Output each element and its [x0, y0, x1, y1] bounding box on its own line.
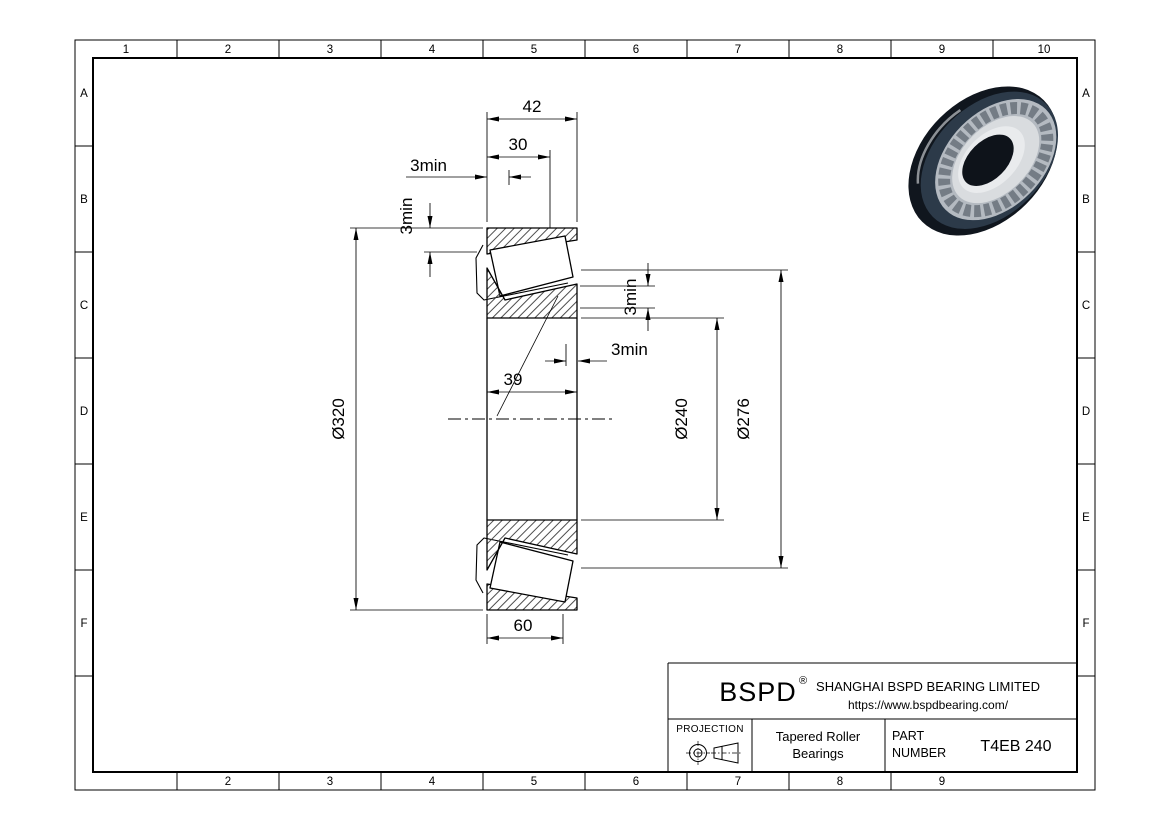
- bearing-bore: [962, 134, 1014, 187]
- registered-trademark: ®: [799, 675, 807, 687]
- projection-crosshair: [686, 741, 710, 765]
- grid-col-top-10: 10: [1038, 44, 1051, 56]
- dimension-lines: [350, 112, 788, 644]
- grid-row-left-d: D: [80, 406, 88, 418]
- dim-3min-middle-label: 3min: [621, 279, 640, 316]
- grid-row-left-e: E: [80, 512, 88, 524]
- bearing-rollers: [938, 102, 1054, 218]
- projection-label: PROJECTION: [676, 724, 743, 735]
- title-block: BSPD ® SHANGHAI BSPD BEARING LIMITED htt…: [667, 662, 1077, 772]
- grid-col-top-9: 9: [939, 44, 945, 56]
- grid-row-left-a: A: [80, 88, 88, 100]
- grid-row-left-f: F: [80, 618, 87, 630]
- dim-42-lines: [486, 112, 578, 222]
- company-name: SHANGHAI BSPD BEARING LIMITED: [816, 679, 1040, 694]
- grid-col-bottom-4: 4: [429, 776, 436, 788]
- dim-60-lines: [486, 614, 564, 644]
- grid-row-right-b: B: [1082, 194, 1090, 206]
- dim-3min-left-lines: [424, 203, 477, 277]
- grid-col-bottom-5: 5: [531, 776, 537, 788]
- dim-d320-label: Ø320: [329, 398, 348, 440]
- roller-top: [489, 235, 574, 297]
- dim-3min-middle-lines: [580, 263, 655, 331]
- grid-col-top-5: 5: [531, 44, 537, 56]
- grid-labels: 1 2 3 4 5 6 7 8 9 10 2 3 4 5 6 7 8 9 A B…: [80, 44, 1090, 788]
- grid-col-bottom-7: 7: [735, 776, 741, 788]
- dim-d240-lines: [581, 317, 724, 521]
- dim-42-label: 42: [523, 97, 542, 116]
- grid-col-top-2: 2: [225, 44, 231, 56]
- grid-col-top-4: 4: [429, 44, 436, 56]
- sheet-frame: [74, 39, 1096, 791]
- dim-30-label: 30: [509, 135, 528, 154]
- title-block-borders: [667, 662, 1077, 772]
- grid-col-bottom-2: 2: [225, 776, 231, 788]
- column-ticks: [176, 40, 994, 790]
- part-label-line2: NUMBER: [892, 746, 946, 760]
- product-name-line1: Tapered Roller: [776, 729, 861, 744]
- dim-3min-top-left-lines: [406, 170, 531, 185]
- bearing-cross-section: [448, 227, 614, 611]
- bearing-highlight: [916, 109, 962, 184]
- grid-col-bottom-8: 8: [837, 776, 843, 788]
- grid-row-left-c: C: [80, 300, 88, 312]
- first-angle-projection-icon: [686, 741, 741, 765]
- grid-col-bottom-3: 3: [327, 776, 333, 788]
- grid-col-top-8: 8: [837, 44, 843, 56]
- dim-3min-right-lines: [545, 344, 607, 366]
- cone-section-top: [486, 267, 578, 319]
- cone-section-bottom: [486, 519, 578, 571]
- dim-3min-left-label: 3min: [397, 198, 416, 235]
- part-number-value: T4EB 240: [980, 738, 1051, 755]
- dim-3min-right-label: 3min: [611, 340, 648, 359]
- grid-row-right-f: F: [1082, 618, 1089, 630]
- cage-top: [475, 244, 569, 301]
- part-label-line1: PART: [892, 729, 925, 743]
- dim-30-lines: [487, 150, 551, 228]
- grid-col-bottom-6: 6: [633, 776, 639, 788]
- dimension-labels: 42 30 3min 3min 3min 3min Ø320 Ø240 Ø276…: [329, 97, 753, 635]
- bearing-photo: [908, 86, 1059, 236]
- grid-col-top-1: 1: [123, 44, 129, 56]
- roller-bottom: [489, 541, 574, 603]
- cage-bottom: [475, 537, 569, 594]
- company-website: https://www.bspdbearing.com/: [848, 698, 1009, 712]
- grid-col-top-7: 7: [735, 44, 741, 56]
- product-name-line2: Bearings: [792, 746, 844, 761]
- pressure-line: [496, 295, 559, 417]
- dim-d276-label: Ø276: [734, 398, 753, 440]
- dim-d276-lines: [581, 269, 788, 569]
- grid-row-right-d: D: [1082, 406, 1090, 418]
- grid-row-right-c: C: [1082, 300, 1090, 312]
- grid-row-right-a: A: [1082, 88, 1090, 100]
- grid-col-top-6: 6: [633, 44, 639, 56]
- dim-d240-label: Ø240: [672, 398, 691, 440]
- dim-39-label: 39: [504, 370, 523, 389]
- projection-cone: [713, 742, 739, 764]
- brand-logo-text: BSPD: [719, 677, 797, 707]
- grid-col-top-3: 3: [327, 44, 333, 56]
- grid-row-right-e: E: [1082, 512, 1090, 524]
- grid-row-left-b: B: [80, 194, 88, 206]
- dim-3min-top-left-label: 3min: [410, 156, 447, 175]
- dim-60-label: 60: [514, 616, 533, 635]
- row-ticks: [75, 145, 1095, 677]
- dim-d320-lines: [350, 227, 483, 611]
- grid-col-bottom-9: 9: [939, 776, 945, 788]
